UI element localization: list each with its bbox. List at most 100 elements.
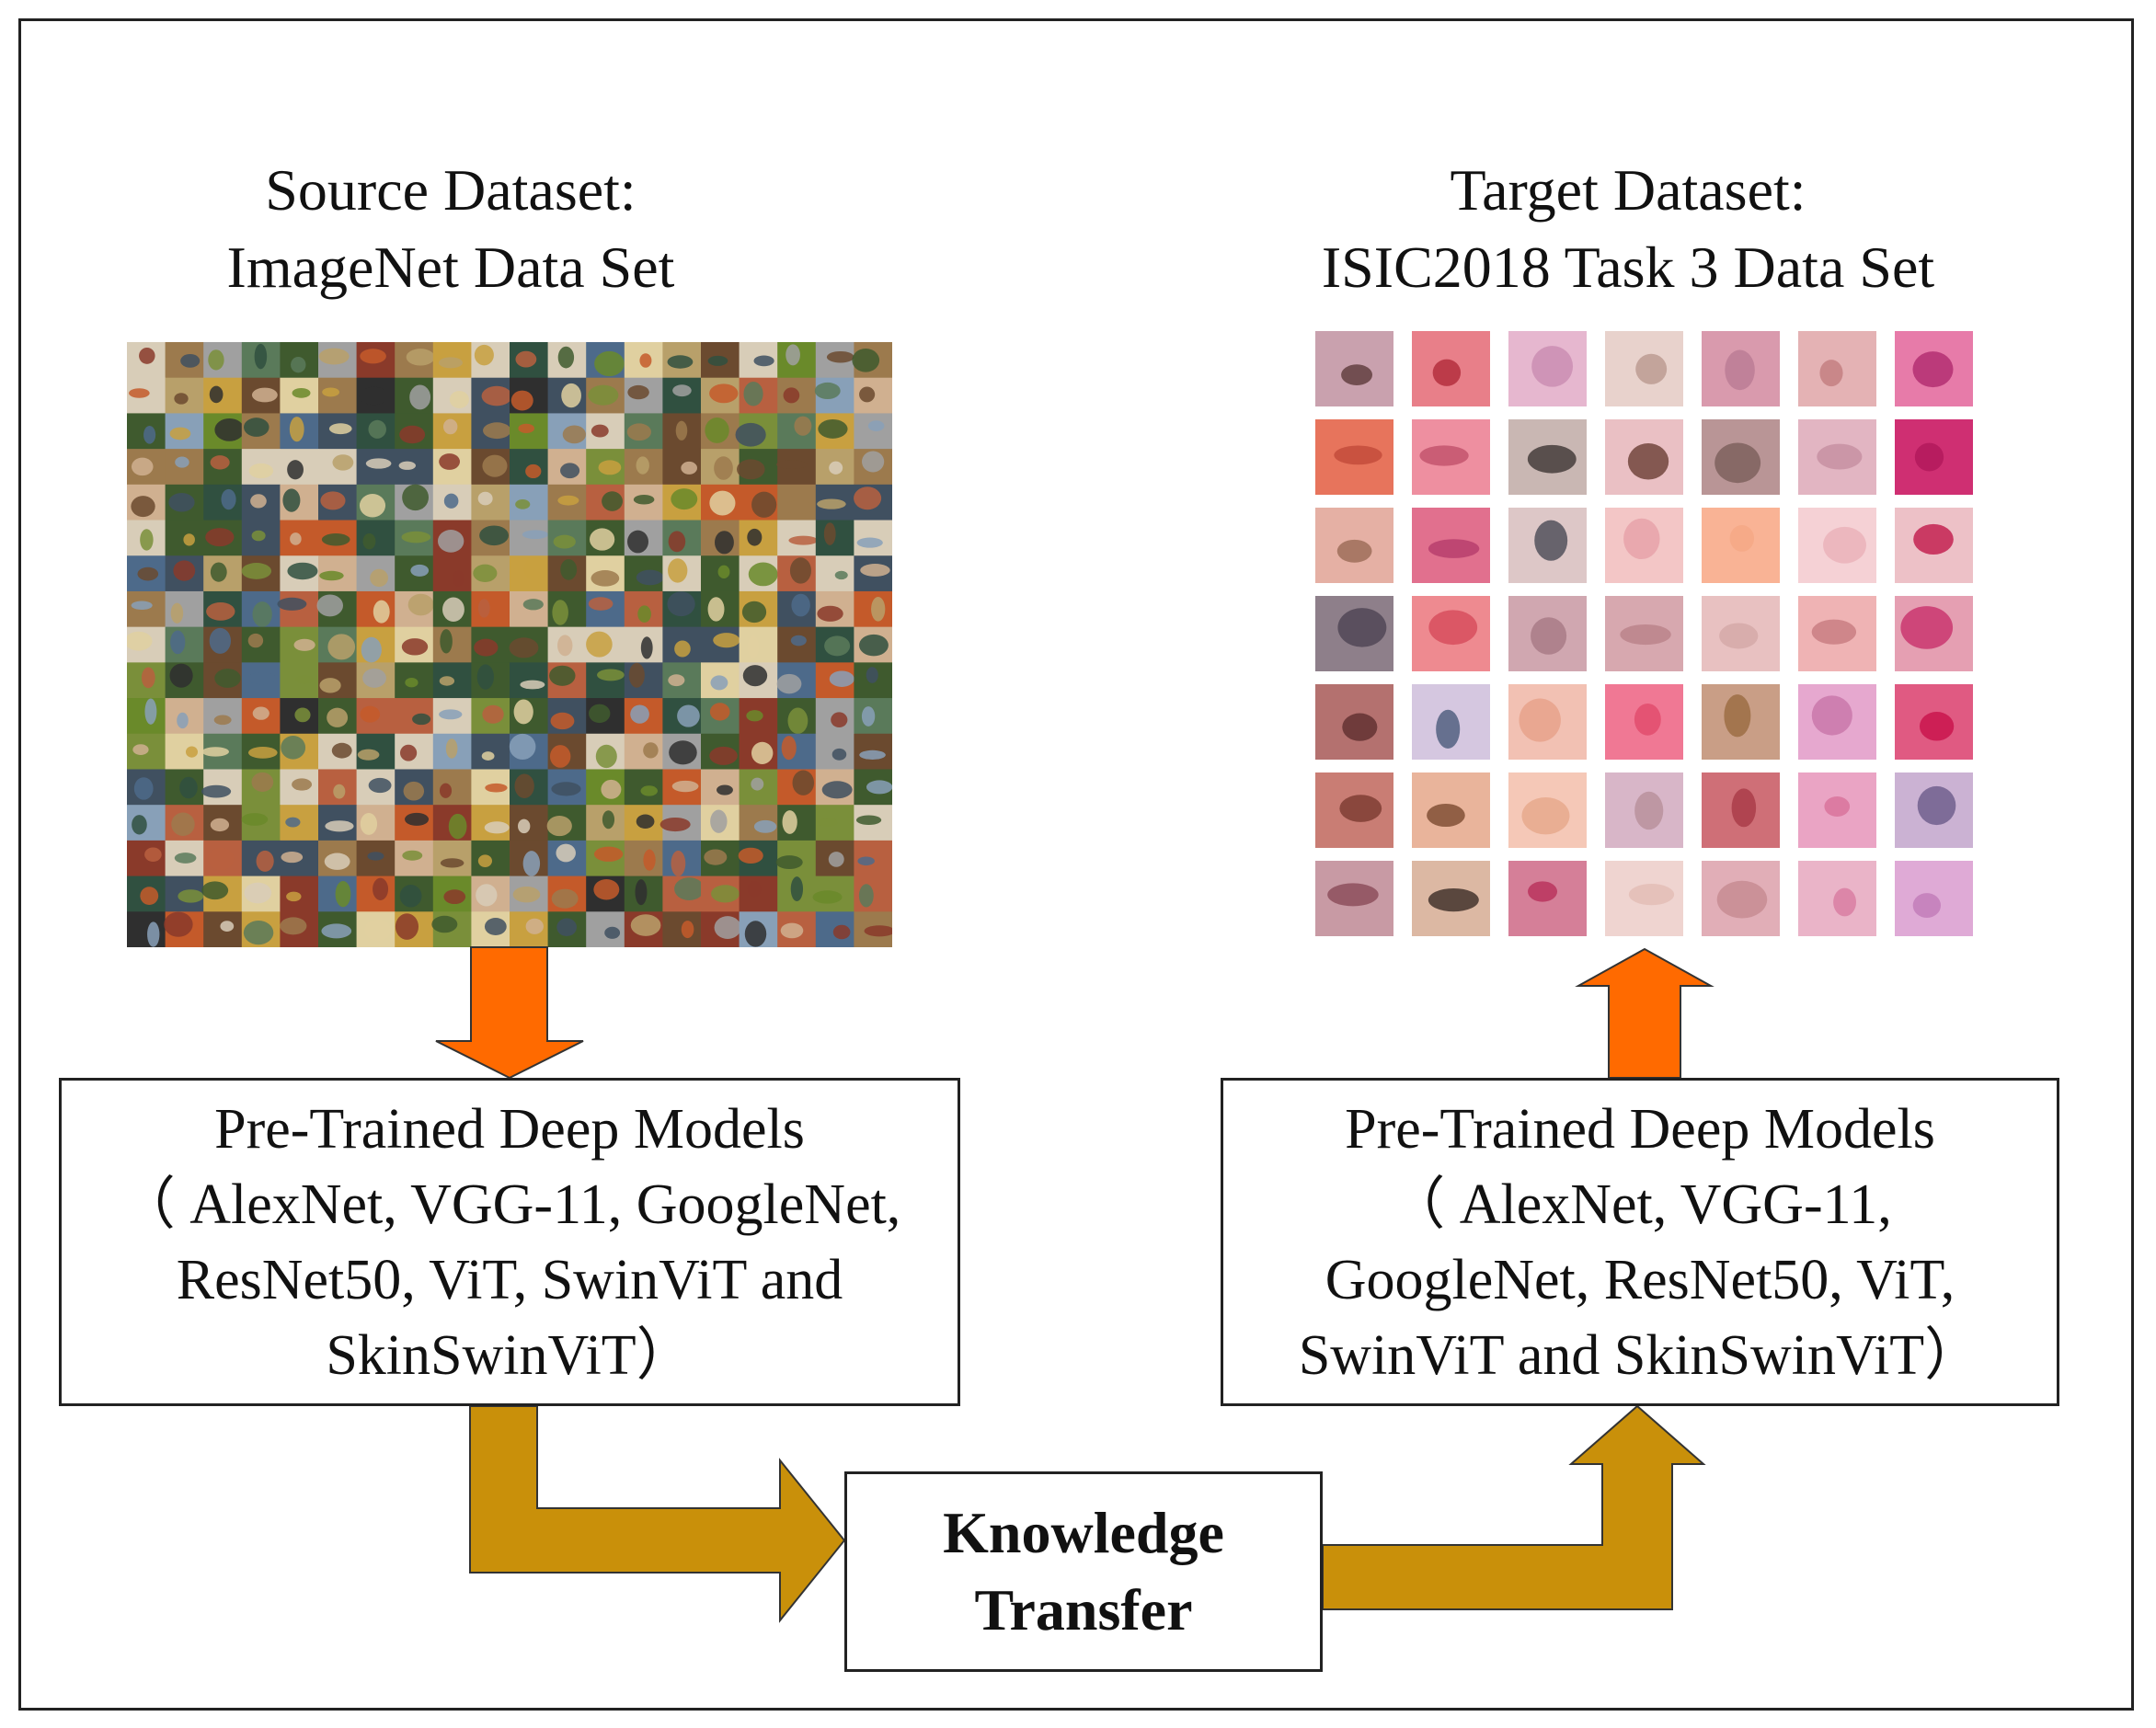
imagenet-thumbnail-subject (551, 888, 579, 909)
imagenet-thumbnail-subject (814, 382, 841, 400)
lesion-spot (1725, 349, 1755, 391)
imagenet-thumbnail-subject (831, 748, 847, 761)
imagenet-thumbnail-subject (672, 384, 692, 397)
imagenet-thumbnail-subject (717, 565, 730, 578)
imagenet-thumbnail-subject (277, 597, 307, 611)
imagenet-thumbnail-subject (590, 528, 615, 551)
lesion-spot (1913, 523, 1954, 555)
imagenet-thumbnail-subject (214, 669, 241, 688)
imagenet-thumbnail-subject (832, 924, 851, 940)
imagenet-thumbnail-subject (331, 742, 352, 759)
imagenet-thumbnail-subject (403, 781, 425, 801)
imagenet-thumbnail-subject (562, 425, 586, 444)
imagenet-thumbnail-subject (477, 854, 493, 867)
imagenet-thumbnail-subject (677, 704, 700, 727)
knowledge-line2: Transfer (974, 1577, 1193, 1642)
imagenet-thumbnail-subject (177, 712, 189, 729)
imagenet-thumbnail-subject (669, 740, 697, 765)
imagenet-thumbnail-subject (247, 633, 264, 648)
imagenet-thumbnail-subject (395, 913, 419, 940)
imagenet-thumbnail-subject (133, 777, 154, 800)
lesion-spot (1634, 791, 1664, 830)
imagenet-thumbnail-subject (560, 463, 580, 479)
imagenet-thumbnail-subject (828, 852, 844, 867)
imagenet-thumbnail-subject (522, 530, 549, 540)
imagenet-thumbnail-subject (601, 779, 622, 799)
imagenet-thumbnail-subject (208, 349, 224, 371)
imagenet-thumbnail-subject (630, 914, 661, 936)
imagenet-thumbnail-subject (252, 706, 270, 720)
imagenet-thumbnail-subject (753, 355, 774, 367)
imagenet-mosaic-image (127, 342, 892, 947)
imagenet-thumbnail-subject (776, 460, 808, 469)
imagenet-thumbnail-subject (643, 742, 659, 759)
imagenet-thumbnail-subject (856, 537, 883, 548)
target-pretrained-models-box: Pre-Trained Deep Models （ AlexNet, VGG-1… (1221, 1078, 2059, 1406)
imagenet-thumbnail-subject (671, 488, 698, 510)
imagenet-thumbnail-subject (864, 925, 892, 937)
imagenet-thumbnail-subject (705, 418, 729, 443)
imagenet-thumbnail-subject (550, 712, 575, 730)
imagenet-thumbnail-subject (281, 852, 304, 864)
imagenet-thumbnail-subject (861, 706, 876, 727)
imagenet-thumbnail-subject (627, 384, 649, 400)
imagenet-thumbnail-subject (367, 852, 384, 861)
imagenet-thumbnail-subject (871, 597, 886, 622)
imagenet-thumbnail-subject (589, 704, 611, 724)
bent-arrow-knowledge-to-model (1322, 1404, 1706, 1610)
imagenet-thumbnail-subject (368, 777, 392, 794)
imagenet-thumbnail-subject (170, 630, 186, 655)
imagenet-thumbnail-subject (282, 488, 301, 512)
imagenet-thumbnail-subject (523, 557, 547, 581)
imagenet-thumbnail-subject (790, 635, 807, 647)
imagenet-thumbnail-subject (834, 570, 848, 580)
imagenet-thumbnail-subject (292, 778, 313, 791)
lesion-spot (1729, 524, 1755, 552)
imagenet-thumbnail-subject (596, 669, 625, 681)
imagenet-thumbnail-subject (639, 353, 652, 368)
target-title-line2: ISIC2018 Task 3 Data Set (1321, 235, 1935, 300)
imagenet-thumbnail-subject (139, 347, 155, 364)
imagenet-thumbnail-subject (791, 593, 810, 617)
imagenet-thumbnail-subject (147, 921, 160, 947)
imagenet-thumbnail-subject (738, 847, 763, 864)
imagenet-thumbnail-subject (442, 418, 458, 435)
imagenet-thumbnail-subject (831, 712, 848, 728)
imagenet-thumbnail-subject (477, 599, 490, 618)
lesion-spot (1428, 887, 1479, 912)
lesion-spot (1634, 703, 1661, 736)
lesion-spot (1716, 880, 1768, 919)
imagenet-thumbnail-subject (744, 921, 767, 947)
imagenet-thumbnail-subject (710, 675, 728, 691)
imagenet-thumbnail-subject (173, 560, 196, 581)
imagenet-thumbnail-subject (591, 570, 620, 587)
imagenet-thumbnail-subject (675, 420, 688, 441)
imagenet-thumbnail-subject (858, 634, 889, 657)
imagenet-thumbnail-subject (867, 420, 885, 431)
imagenet-thumbnail-subject (509, 733, 536, 761)
imagenet-thumbnail-subject (792, 770, 815, 795)
imagenet-thumbnail-subject (713, 633, 740, 648)
imagenet-thumbnail-subject (854, 486, 882, 510)
imagenet-thumbnail-subject (481, 751, 495, 761)
imagenet-thumbnail-subject (509, 637, 539, 658)
imagenet-thumbnail-subject (593, 846, 624, 862)
imagenet-thumbnail-subject (405, 812, 430, 826)
right-box-line2: （ AlexNet, VGG-11, (1388, 1173, 1892, 1236)
imagenet-thumbnail-subject (442, 597, 464, 622)
imagenet-thumbnail-subject (709, 746, 738, 765)
imagenet-thumbnail-subject (327, 707, 349, 727)
imagenet-thumbnail-subject (829, 461, 843, 475)
imagenet-thumbnail-subject (707, 355, 728, 366)
imagenet-thumbnail-subject (410, 564, 430, 577)
imagenet-thumbnail-subject (292, 387, 311, 398)
imagenet-thumbnail-subject (788, 535, 819, 545)
imagenet-thumbnail-subject (439, 783, 453, 798)
imagenet-thumbnail-subject (453, 570, 464, 587)
imagenet-thumbnail-subject (170, 602, 184, 624)
imagenet-thumbnail-subject (477, 491, 493, 506)
imagenet-thumbnail (586, 662, 625, 699)
imagenet-thumbnail-subject (209, 385, 224, 404)
imagenet-thumbnail-subject (862, 451, 885, 473)
imagenet-thumbnail-subject (551, 782, 581, 796)
